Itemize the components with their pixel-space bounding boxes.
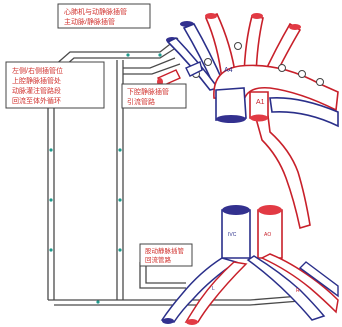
- marker-dot: [118, 198, 121, 201]
- marker-dot: [96, 300, 99, 303]
- marker-dot: [158, 53, 161, 56]
- clamp-ring: [235, 43, 242, 50]
- great-vessels: [157, 13, 338, 228]
- marker-dot: [126, 53, 129, 56]
- iliac-cap: [162, 318, 174, 324]
- clamp-ring: [317, 79, 324, 86]
- marker-dot: [118, 148, 121, 151]
- marker-dot: [49, 148, 52, 151]
- branch-cap: [289, 24, 301, 30]
- box-bottom-line-1: 股动静脉插管: [145, 246, 185, 255]
- ivc-cap: [216, 115, 246, 123]
- marker-dot: [49, 198, 52, 201]
- marker-dot: [118, 248, 121, 251]
- box-left-line-1: 左侧/右侧插管位: [12, 66, 63, 75]
- branch-cap: [205, 13, 217, 19]
- box-mid-line-1: 下腔静脉插管: [127, 87, 169, 96]
- aorta-cap: [250, 115, 268, 122]
- clamp-ring: [205, 59, 212, 66]
- marker-dot: [49, 248, 52, 251]
- box-top-line-2: 主动脉/静脉插管: [64, 17, 115, 26]
- box-mid-line-2: 引流管路: [127, 97, 155, 106]
- box-left-line-4: 回流至体外循环: [12, 96, 61, 105]
- bottom-code-r: R: [296, 288, 300, 294]
- box-left-line-2: 上腔静脉插管处: [12, 76, 61, 85]
- bottom-cannula-outer: [48, 296, 300, 300]
- bottom-code-ivc: IVC: [228, 232, 237, 238]
- iliac-cap: [186, 319, 198, 325]
- label-box-left: 左侧/右侧插管位 上腔静脉插管处 动脉灌注管路段 回流至体外循环: [6, 62, 104, 108]
- mid-link: [123, 58, 175, 68]
- bottom-code-ao: AO: [264, 232, 271, 238]
- vessel-code-a1: A1: [256, 99, 265, 106]
- box-left-line-3: 动脉灌注管路段: [12, 86, 61, 95]
- clamp-ring: [279, 65, 286, 72]
- vessel-code-a4: A4: [224, 67, 233, 74]
- label-box-mid: 下腔静脉插管 引流管路: [122, 84, 186, 108]
- bottom-code-l: L: [212, 286, 215, 292]
- label-box-bottom: 股动静脉插管 回流管路: [140, 244, 192, 266]
- ivc-lower-cap: [222, 205, 250, 215]
- aorta-lower-cap: [258, 205, 282, 215]
- label-box-top: 心肺机与动静脉插管 主动脉/静脉插管: [58, 4, 150, 28]
- clamp-ring: [299, 71, 306, 78]
- box-top-line-1: 心肺机与动静脉插管: [64, 7, 127, 16]
- box-bottom-line-2: 回流管路: [145, 255, 172, 264]
- branch-cap: [251, 13, 263, 19]
